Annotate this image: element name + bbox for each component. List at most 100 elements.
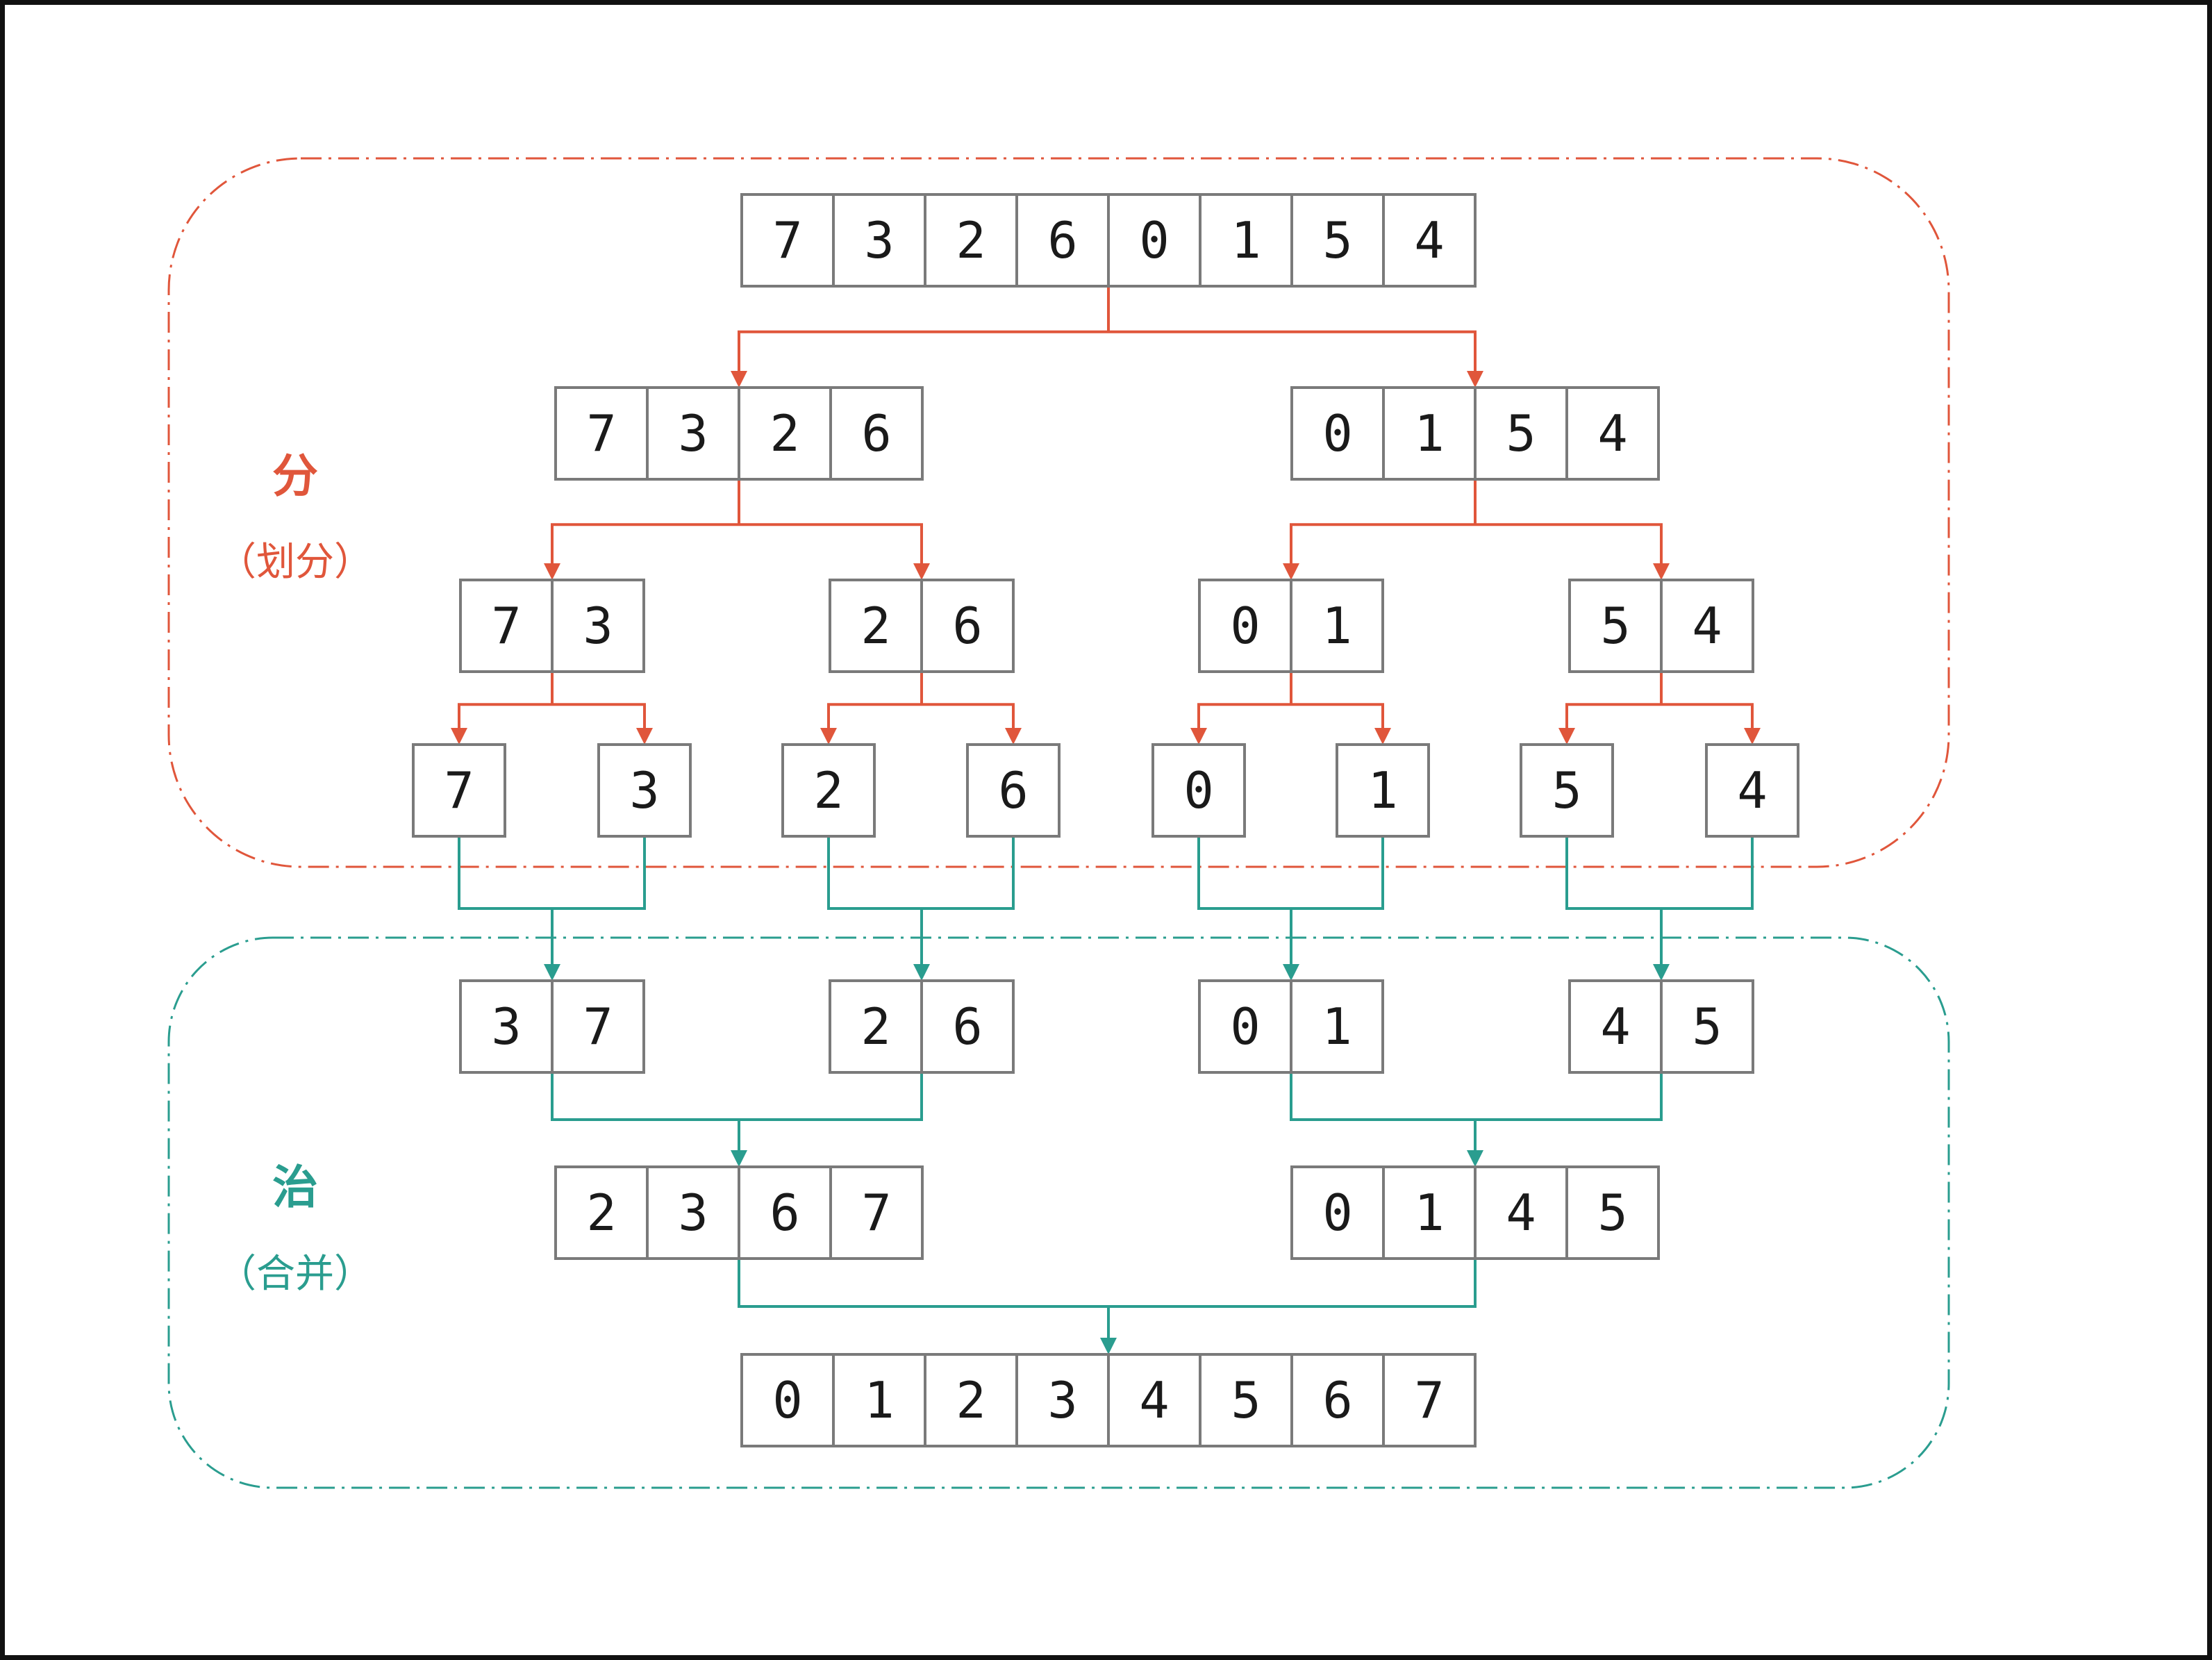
array-cell-value: 4 <box>1692 597 1722 655</box>
array-cell-value: 0 <box>1183 761 1213 820</box>
array-cell <box>646 386 740 481</box>
array-cell-value: 0 <box>1139 211 1169 269</box>
array-cell-value: 6 <box>1047 211 1077 269</box>
array-cell-value: 2 <box>770 404 799 463</box>
array-cell-value: 4 <box>1139 1371 1169 1429</box>
array-cell-value: 6 <box>770 1184 799 1242</box>
array-cell <box>1660 979 1754 1074</box>
array-cell-value: 1 <box>864 1371 894 1429</box>
array-cell <box>1198 579 1292 673</box>
array-cell-value: 2 <box>813 761 843 820</box>
merge-sublabel: （合并） <box>217 1252 373 1297</box>
array-cell-value: 3 <box>678 404 708 463</box>
array-cell-value: 4 <box>1506 1184 1536 1242</box>
array-cell <box>1151 743 1246 838</box>
divide-array: 6 <box>966 743 1061 838</box>
array-cell-value: 7 <box>444 761 474 820</box>
arrow-head <box>636 728 653 745</box>
array-cell-value: 3 <box>491 997 521 1056</box>
array-cell <box>551 979 645 1074</box>
array-cell <box>832 1353 926 1447</box>
array-cell <box>1705 743 1799 838</box>
divide-array: 7 <box>412 743 506 838</box>
array-cell <box>924 193 1018 288</box>
array-cell <box>1290 1353 1385 1447</box>
array-cell <box>459 579 554 673</box>
array-cell <box>551 579 645 673</box>
array-cell <box>1382 1353 1477 1447</box>
array-cell-value: 5 <box>1231 1371 1261 1429</box>
arrow-head <box>820 728 837 745</box>
divide-connector <box>551 523 923 563</box>
array-cell <box>1107 193 1201 288</box>
arrow-head <box>544 964 560 981</box>
array-cell <box>459 979 554 1074</box>
merge-label: 治 <box>272 1161 318 1214</box>
array-cell <box>1382 1165 1477 1260</box>
array-cell <box>412 743 506 838</box>
divide-array: 1 <box>1336 743 1430 838</box>
array-cell <box>1520 743 1614 838</box>
array-cell-value: 0 <box>1322 404 1352 463</box>
array-cell <box>554 1165 649 1260</box>
array-cell <box>829 579 923 673</box>
array-cell-value: 6 <box>1322 1371 1352 1429</box>
array-cell-value: 1 <box>1322 597 1352 655</box>
arrow-head <box>1190 728 1207 745</box>
array-cell-value: 7 <box>861 1184 891 1242</box>
merge-connector <box>827 836 1015 910</box>
arrow-head <box>1283 563 1299 580</box>
array-cell-value: 7 <box>1414 1371 1444 1429</box>
array-cell-value: 2 <box>956 1371 986 1429</box>
array-cell <box>1290 193 1385 288</box>
array-cell-value: 1 <box>1322 997 1352 1056</box>
array-cell <box>1474 1165 1568 1260</box>
divide-label: 分 <box>272 449 318 503</box>
merge-connector <box>1565 836 1754 910</box>
arrow-head <box>1653 563 1670 580</box>
array-cell <box>1199 193 1293 288</box>
array-cell-value: 4 <box>1737 761 1767 820</box>
array-cell-value: 3 <box>583 597 613 655</box>
divide-connector <box>1565 703 1754 728</box>
array-cell <box>829 386 924 481</box>
merge-connector <box>551 1072 923 1121</box>
array-cell <box>832 193 926 288</box>
array-cell-value: 7 <box>583 997 613 1056</box>
arrow-head <box>731 1150 747 1167</box>
arrow-head <box>1467 371 1483 388</box>
array-cell <box>966 743 1061 838</box>
array-cell-value: 4 <box>1414 211 1444 269</box>
array-cell <box>1568 979 1663 1074</box>
arrow-head <box>1467 1150 1483 1167</box>
divide-array: 0 <box>1151 743 1246 838</box>
array-cell <box>1565 386 1660 481</box>
array-cell-value: 2 <box>860 597 890 655</box>
merge-connector <box>458 836 646 910</box>
array-cell <box>1015 193 1110 288</box>
array-cell <box>1290 979 1384 1074</box>
divide-array: 4 <box>1705 743 1799 838</box>
divide-sublabel: （划分） <box>217 540 373 585</box>
array-cell <box>1290 579 1384 673</box>
arrow-head <box>731 371 747 388</box>
arrow-head <box>1374 728 1391 745</box>
array-cell <box>1336 743 1430 838</box>
array-cell-value: 5 <box>1322 211 1352 269</box>
divide-array: 3 <box>597 743 692 838</box>
array-cell <box>1382 193 1477 288</box>
array-cell <box>1015 1353 1110 1447</box>
array-cell-value: 3 <box>864 211 894 269</box>
array-cell <box>1660 579 1754 673</box>
array-cell <box>740 193 835 288</box>
